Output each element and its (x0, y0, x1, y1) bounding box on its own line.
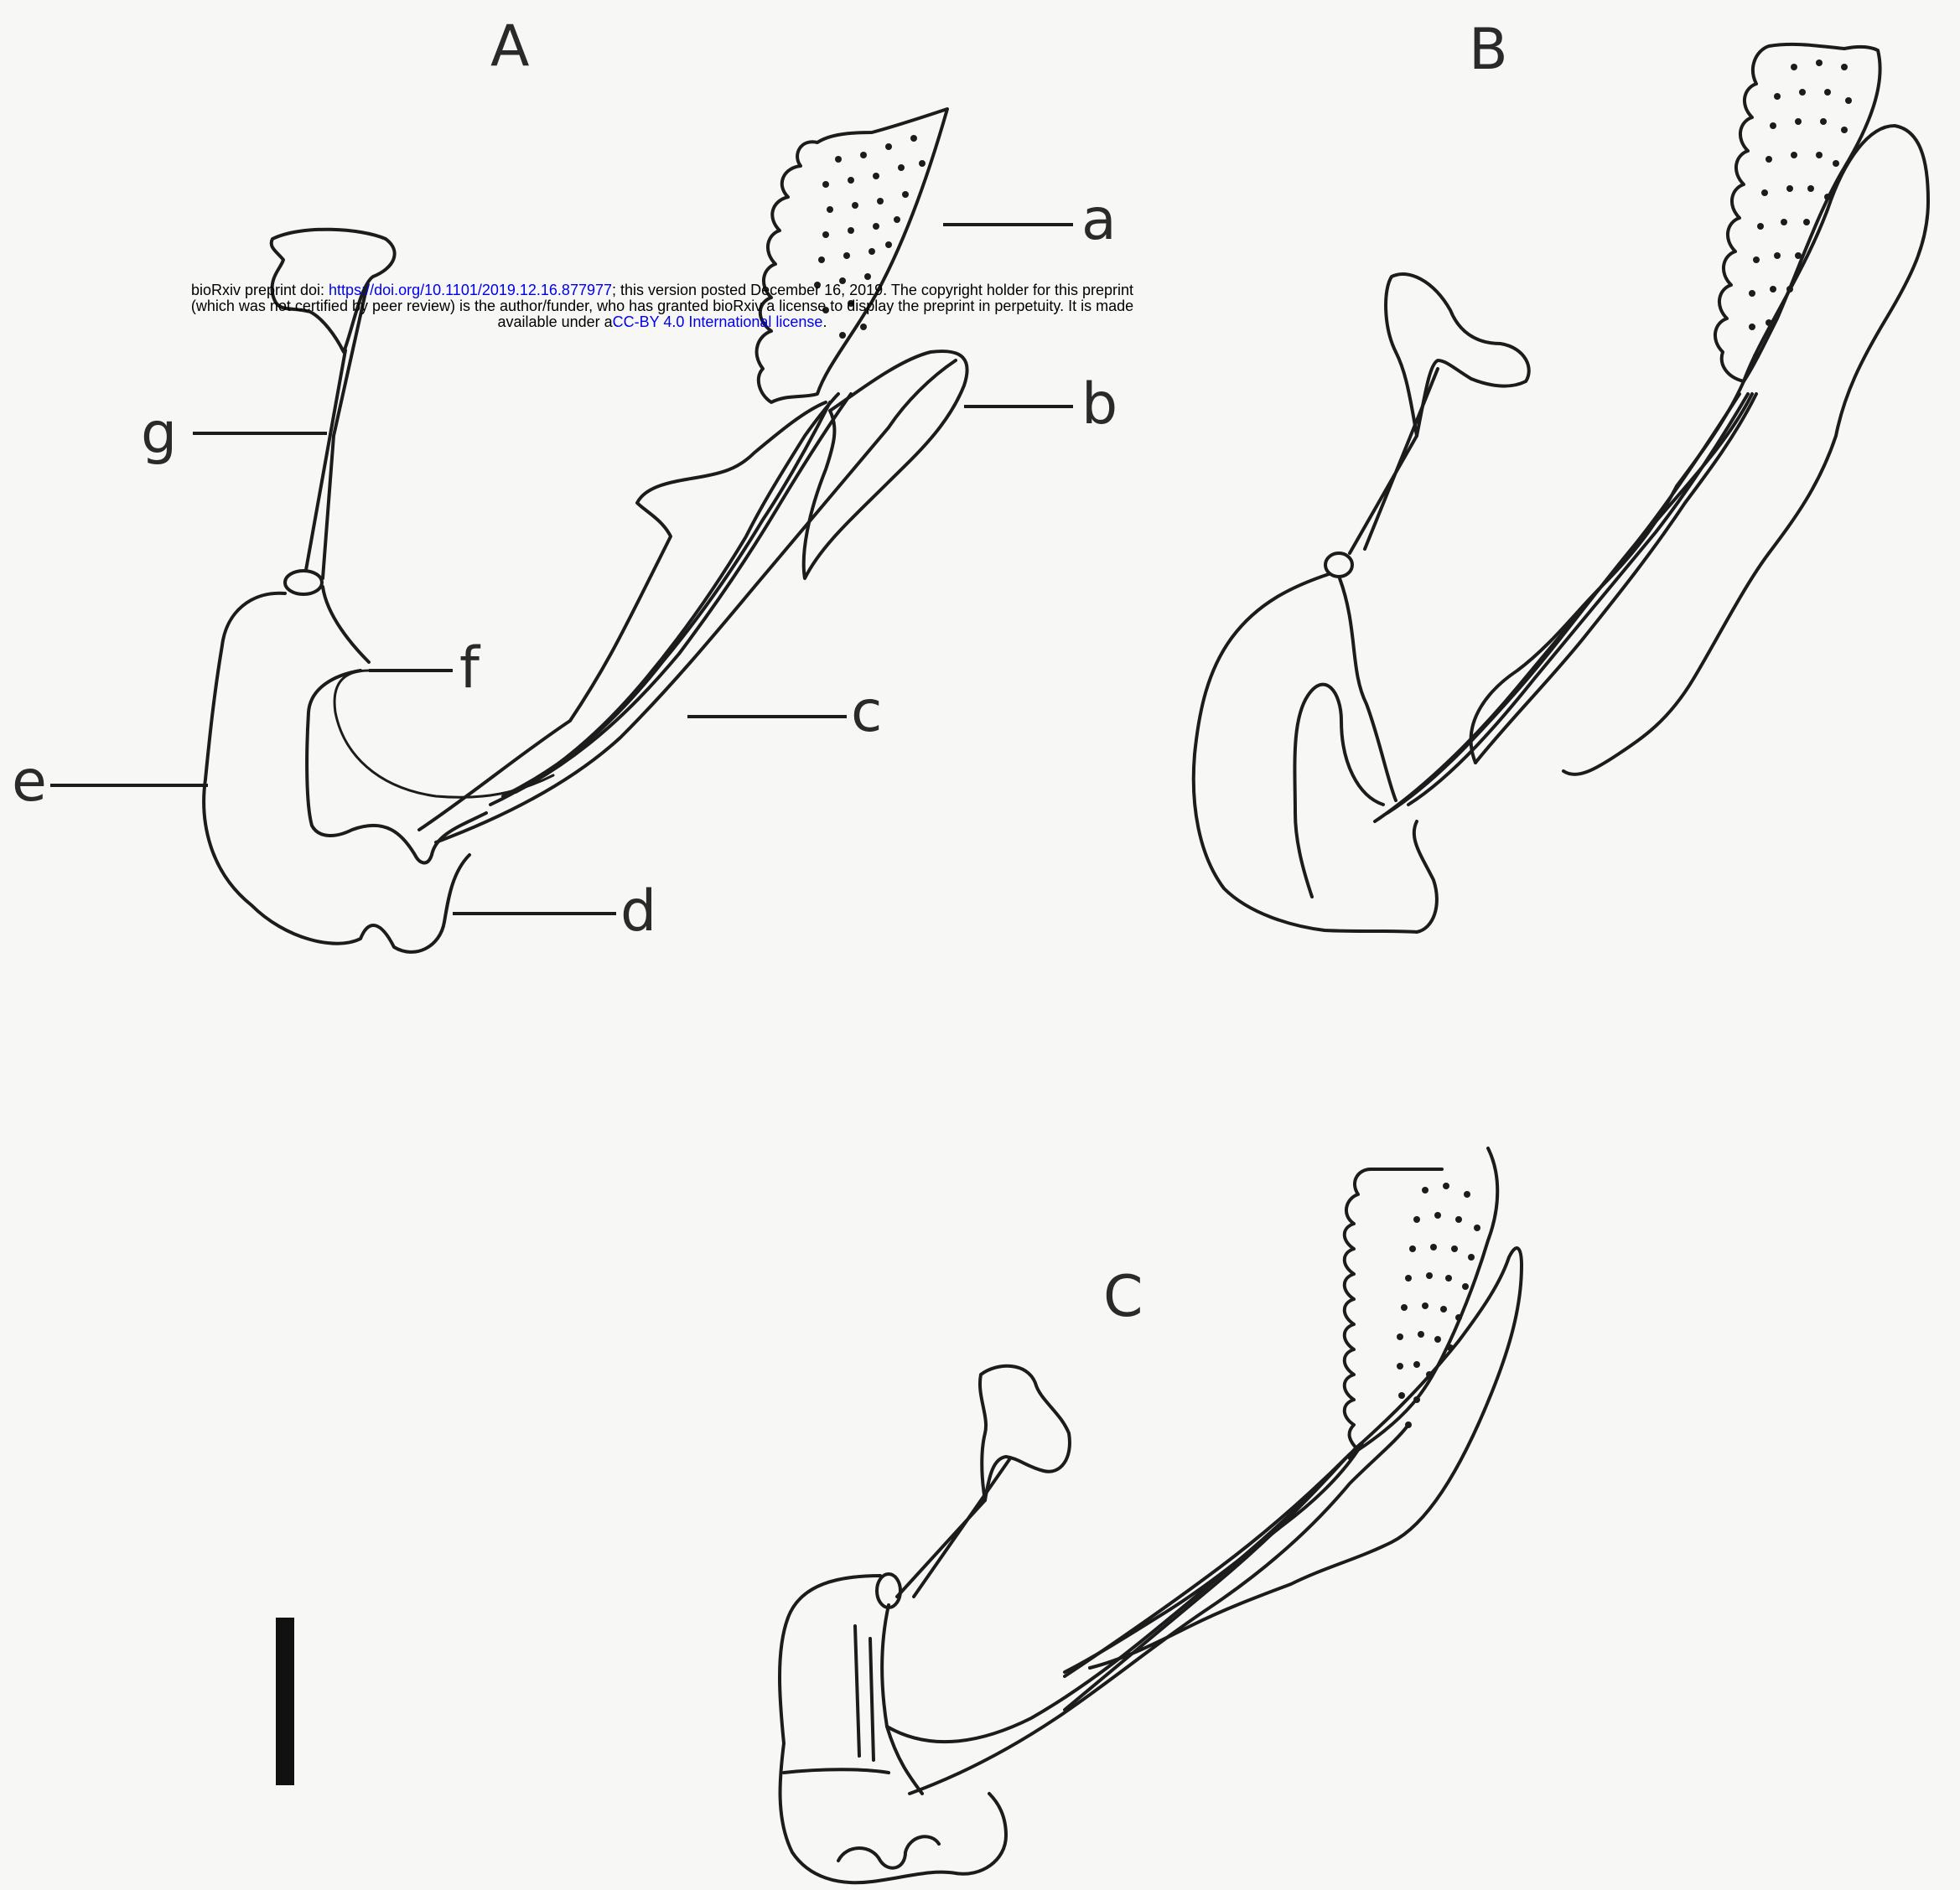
inner-tube-a (334, 671, 553, 797)
duct-top-edge-c (1065, 1450, 1358, 1672)
stalk-ring-c (877, 1574, 900, 1608)
duct-inner2-b (1408, 394, 1748, 805)
doi-link[interactable]: https://doi.org/10.1101/2019.12.16.87797… (329, 282, 612, 298)
duct-top-edge-a (419, 402, 826, 830)
base-b (1194, 574, 1437, 932)
duct-inner1-a (490, 394, 838, 805)
gland-dots-c (1397, 1183, 1480, 1428)
notice-text: ; this version posted December 16, 2019.… (612, 282, 1133, 298)
duct-outer-a (436, 360, 956, 842)
scale-bar (276, 1618, 294, 1785)
drawing-a: a b c d e f g (12, 109, 1117, 952)
panel-label-c: C (1103, 1264, 1143, 1330)
vesicle-c (1090, 1248, 1522, 1668)
stalk-head-b (1386, 274, 1529, 436)
preprint-notice: bioRxiv preprint doi: https://doi.org/10… (0, 282, 1325, 330)
part-label-g: g (141, 401, 177, 467)
gland-dots-b (1749, 60, 1852, 360)
gland-b (1715, 44, 1880, 381)
inner-fold-a (307, 587, 486, 862)
part-label-d: d (620, 878, 656, 945)
part-label-f: f (459, 635, 481, 702)
preprint-notice-line-2: (which was not certified by peer review)… (0, 298, 1325, 314)
preprint-notice-line-1: bioRxiv preprint doi: https://doi.org/10… (0, 282, 1325, 298)
license-link[interactable]: CC-BY 4.0 International license (613, 313, 823, 330)
part-label-a: a (1081, 187, 1117, 253)
vesicle-a (804, 351, 967, 578)
duct-inner3-c (1065, 1454, 1350, 1676)
drawing-c (780, 1148, 1522, 1882)
gland-a (757, 109, 947, 402)
notice-text: . (822, 313, 827, 330)
inner-fold-c (855, 1605, 922, 1794)
panel-label-b: B (1469, 17, 1508, 83)
notice-text: bioRxiv preprint doi: (191, 282, 329, 298)
duct-inner1-c (887, 1442, 1362, 1742)
vesicle-b (1563, 126, 1928, 774)
preprint-notice-line-3: available under aCC-BY 4.0 International… (0, 314, 1325, 330)
duct-inner2-a (503, 402, 830, 796)
base-a (204, 593, 469, 952)
panel-label-a: A (490, 13, 530, 80)
gland-c (1345, 1148, 1498, 1450)
stalk-ring-a (285, 571, 322, 594)
duct-inner3-a (516, 394, 851, 792)
stalk-c (897, 1458, 1010, 1597)
part-label-e: e (12, 748, 47, 815)
part-label-b: b (1081, 371, 1117, 438)
part-label-c: c (851, 679, 882, 745)
duct-inner1-b (1387, 394, 1740, 813)
drawing-b (1194, 44, 1928, 932)
notice-text: available under a (498, 313, 613, 330)
